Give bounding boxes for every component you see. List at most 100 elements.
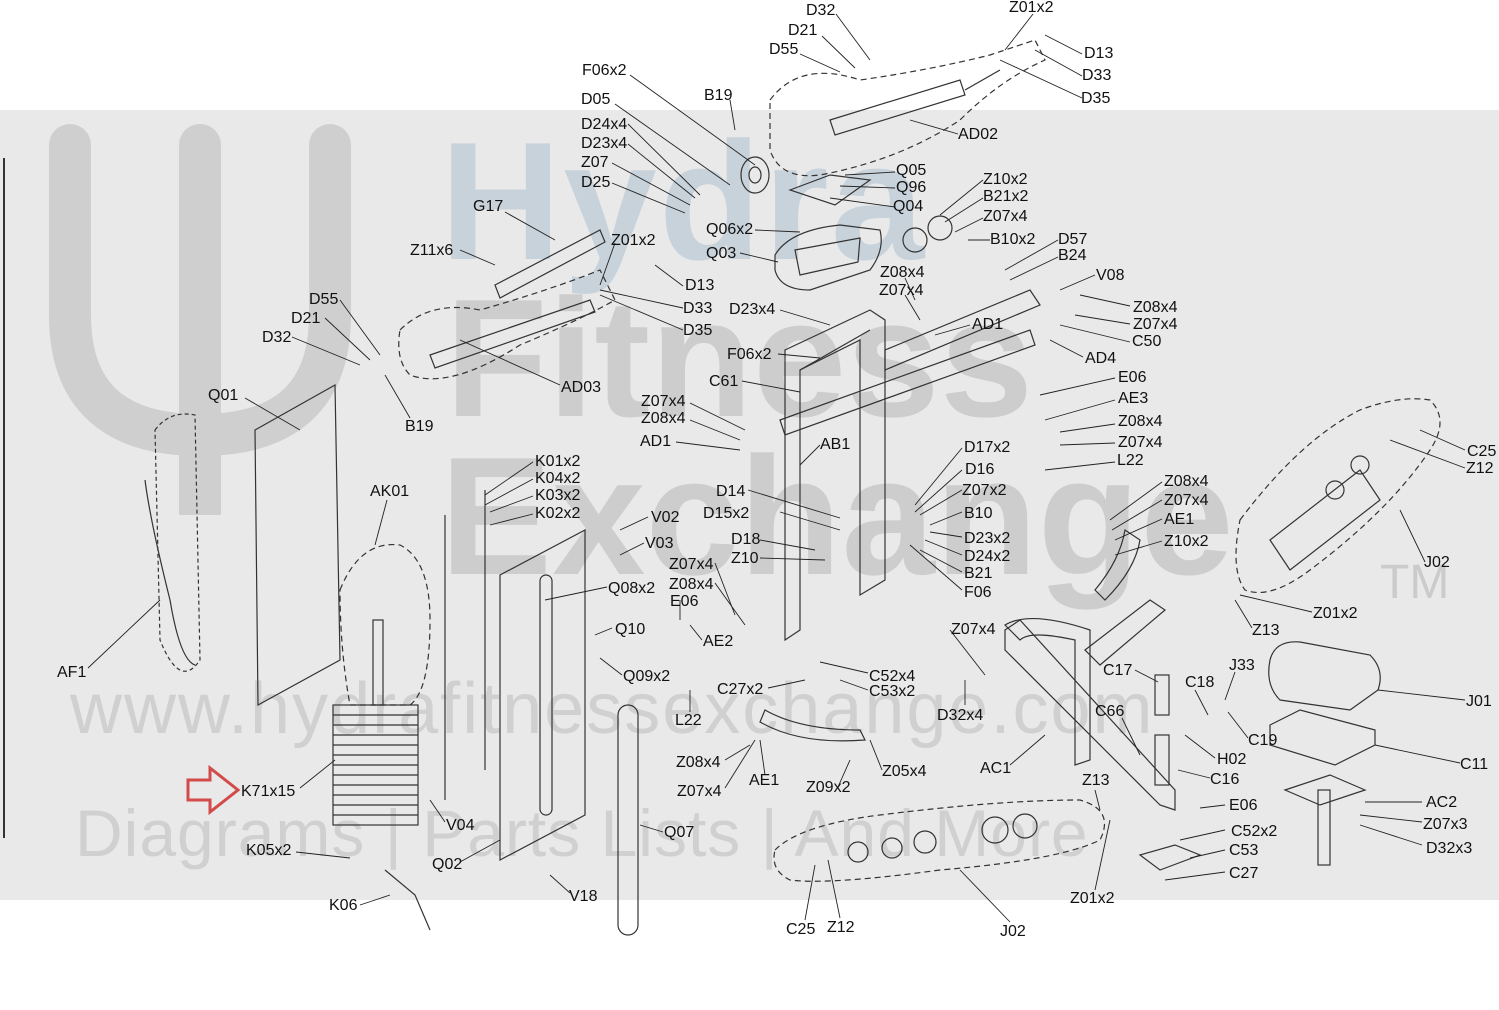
label-af1: AF1 (57, 664, 87, 681)
roller-pad-bottom (773, 799, 1105, 882)
label-d57: D57 (1058, 231, 1088, 248)
watermark-trademark: TM (1380, 556, 1450, 609)
label-q02: Q02 (432, 856, 463, 873)
label-b21x2: B21x2 (983, 188, 1029, 205)
label-k71x15: K71x15 (241, 783, 296, 800)
label-z11x6: Z11x6 (410, 242, 454, 259)
label-h02: H02 (1217, 751, 1247, 768)
label-d23x2: D23x2 (964, 530, 1011, 547)
seat-back-pad (774, 224, 882, 291)
label-c50: C50 (1132, 333, 1162, 350)
label-b21: B21 (964, 565, 993, 582)
lower-handle (759, 709, 866, 742)
label-d21-mid: D21 (291, 310, 321, 327)
label-ac2: AC2 (1426, 794, 1458, 811)
label-k02x2: K02x2 (535, 505, 581, 522)
label-c52x2: C52x2 (1231, 823, 1278, 840)
label-d32x4: D32x4 (937, 707, 984, 724)
label-c25-bottom: C25 (786, 921, 816, 938)
label-z07x4-c: Z07x4 (1133, 316, 1178, 333)
label-ae2: AE2 (703, 633, 734, 650)
label-z07x2: Z07x2 (962, 482, 1007, 499)
label-ad1-top: AD1 (972, 316, 1004, 333)
label-z08x4-e: Z08x4 (1164, 473, 1209, 490)
label-f06x2-mid: F06x2 (727, 346, 772, 363)
label-q06x2: Q06x2 (706, 221, 754, 238)
label-d13-mid: D13 (685, 277, 715, 294)
label-z07x4-d: Z07x4 (641, 393, 686, 410)
label-d13-top: D13 (1084, 45, 1114, 62)
label-b24: B24 (1058, 247, 1087, 264)
label-z08x4-d: Z08x4 (641, 410, 686, 427)
label-z07x4-b: Z07x4 (879, 282, 924, 299)
label-z08x4-a: Z08x4 (880, 264, 925, 281)
label-z08x4-b: Z08x4 (1133, 299, 1178, 316)
weight-stack-cover (339, 543, 431, 706)
label-z12-right: Z12 (1466, 460, 1494, 477)
label-v18: V18 (569, 888, 598, 905)
label-z01x2-bottom: Z01x2 (1070, 890, 1115, 907)
label-b10x2: B10x2 (990, 231, 1036, 248)
label-d18: D18 (731, 531, 761, 548)
label-d24x2: D24x2 (964, 548, 1011, 565)
label-v04: V04 (446, 817, 475, 834)
label-c19: C19 (1248, 732, 1278, 749)
label-k01x2: K01x2 (535, 453, 581, 470)
label-c53: C53 (1229, 842, 1259, 859)
trim-strip (617, 704, 639, 936)
label-c11: C11 (1460, 756, 1489, 773)
handle-bar (1094, 528, 1141, 601)
label-z07: Z07 (581, 154, 609, 171)
label-z08x4-c: Z08x4 (1118, 413, 1163, 430)
label-z07x4-e: Z07x4 (1118, 434, 1163, 451)
label-d25: D25 (581, 174, 611, 191)
label-ad4: AD4 (1085, 350, 1117, 367)
label-b10: B10 (964, 505, 993, 522)
cross-tube (884, 289, 1041, 371)
lower-press-arm-outline (398, 269, 616, 380)
g17-tube (494, 229, 606, 299)
label-v02: V02 (651, 509, 680, 526)
label-k03x2: K03x2 (535, 487, 581, 504)
label-z10: Z10 (731, 550, 759, 567)
label-q07: Q07 (664, 824, 695, 841)
label-ae1-bottom: AE1 (749, 772, 780, 789)
upper-press-arm-outline (769, 39, 1046, 177)
label-z12-bottom: Z12 (827, 919, 855, 936)
label-ad02: AD02 (958, 126, 999, 143)
label-d32x3: D32x3 (1426, 840, 1473, 857)
watermark-brand-line2: Fitness (445, 264, 1034, 452)
label-j02-right: J02 (1424, 554, 1450, 571)
brand-logo-watermark (49, 124, 351, 515)
label-z07x3: Z07x3 (1423, 816, 1468, 833)
label-k04x2: K04x2 (535, 470, 581, 487)
label-l22-a: L22 (1117, 452, 1144, 469)
label-q04: Q04 (893, 198, 924, 215)
label-q08x2: Q08x2 (608, 580, 656, 597)
label-d05: D05 (581, 91, 611, 108)
label-d23x4: D23x4 (581, 135, 628, 152)
watermark-url: www.hydrafitnessexchange.com (70, 669, 1155, 749)
label-z07x4-a: Z07x4 (983, 208, 1028, 225)
label-b19-top: B19 (704, 87, 733, 104)
cable-af1 (154, 413, 201, 672)
weight-plate (902, 227, 928, 253)
label-z01x2-mid: Z01x2 (611, 232, 656, 249)
label-j33: J33 (1229, 657, 1255, 674)
label-z08x4-f: Z08x4 (669, 576, 714, 593)
main-frame (784, 309, 886, 642)
upper-arm-tube (829, 79, 966, 136)
label-q10: Q10 (615, 621, 646, 638)
label-c53x2: C53x2 (869, 683, 916, 700)
label-c18: C18 (1185, 674, 1215, 691)
label-q03: Q03 (706, 245, 737, 262)
label-c17: C17 (1103, 662, 1133, 679)
label-z05x4: Z05x4 (882, 763, 927, 780)
label-d33-mid: D33 (683, 300, 713, 317)
label-q05: Q05 (896, 162, 927, 179)
label-d14: D14 (716, 483, 746, 500)
label-d55-mid: D55 (309, 291, 339, 308)
label-c16: C16 (1210, 771, 1240, 788)
label-j02-bottom: J02 (1000, 923, 1026, 940)
